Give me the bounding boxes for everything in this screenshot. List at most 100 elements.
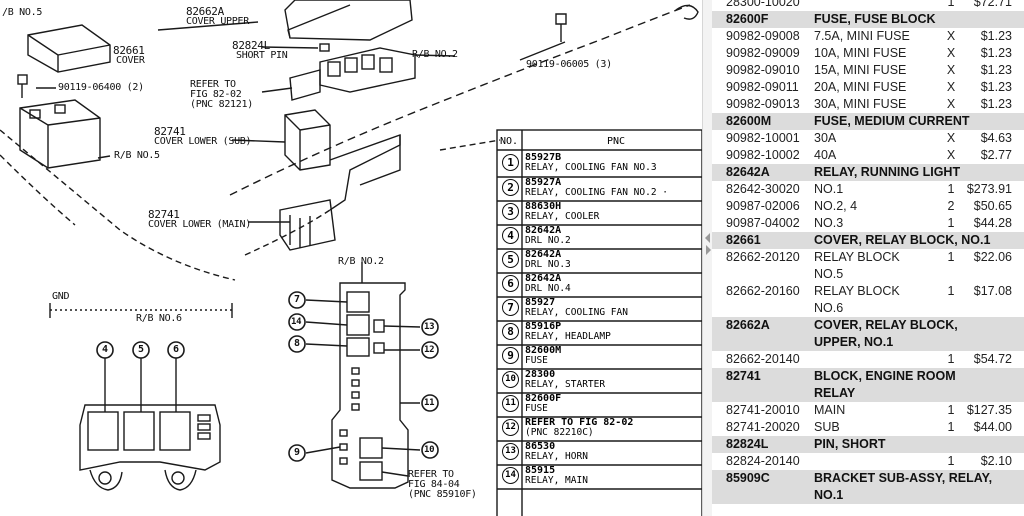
part-quantity: X bbox=[946, 46, 956, 60]
part-group-header[interactable]: 82741 BLOCK, ENGINE ROOM RELAY bbox=[712, 368, 1024, 402]
part-description: FUSE, FUSE BLOCK bbox=[814, 12, 936, 26]
pnc-row-description: RELAY, COOLING FAN NO.2 · bbox=[525, 187, 668, 198]
part-number: 82824L bbox=[726, 437, 769, 451]
part-number: 90987-04002 bbox=[726, 216, 800, 230]
callout-8: 8 bbox=[294, 338, 300, 349]
part-number: 28300-10020 bbox=[726, 0, 800, 9]
part-price: $273.91 bbox=[966, 182, 1012, 196]
callout-7: 7 bbox=[294, 294, 300, 305]
part-quantity: 1 bbox=[947, 454, 955, 468]
diagram-drawing bbox=[0, 0, 702, 516]
part-description: 15A, MINI FUSE bbox=[814, 63, 907, 77]
pnc-row-number: 1 bbox=[502, 154, 519, 171]
pnc-row-code: 82642A bbox=[525, 225, 562, 236]
label-bolt-left: 90119-06400 (2) bbox=[58, 82, 144, 93]
pnc-row-code: 28300 bbox=[525, 369, 556, 380]
pnc-row-number: 12 bbox=[502, 419, 519, 436]
pnc-row-number: 11 bbox=[502, 395, 519, 412]
part-description: BLOCK, ENGINE ROOM bbox=[814, 369, 956, 383]
part-description: 10A, MINI FUSE bbox=[814, 46, 907, 60]
part-description: COVER, RELAY BLOCK, bbox=[814, 318, 958, 332]
label-bolt-right: 90119-06005 (3) bbox=[526, 59, 612, 70]
panel-splitter[interactable] bbox=[702, 0, 713, 516]
pnc-row-description: RELAY, STARTER bbox=[525, 379, 606, 390]
collapse-right-icon[interactable] bbox=[706, 245, 711, 255]
part-description-line2: NO.1 bbox=[814, 488, 844, 502]
part-number: 90982-10001 bbox=[726, 131, 800, 145]
pnc-row-description: FUSE bbox=[525, 403, 548, 414]
part-price: $44.28 bbox=[973, 216, 1012, 230]
part-number: 90982-10002 bbox=[726, 148, 800, 162]
collapse-left-icon[interactable] bbox=[705, 233, 710, 243]
part-description: 7.5A, MINI FUSE bbox=[814, 29, 910, 43]
part-description: NO.3 bbox=[814, 216, 844, 230]
part-description-line2: RELAY bbox=[814, 386, 856, 400]
label-cover-name: COVER bbox=[116, 55, 145, 66]
label-refer-1: REFER TO bbox=[190, 79, 236, 90]
pnc-row-description: RELAY, COOLING FAN NO.3 bbox=[525, 162, 657, 173]
part-price: $54.72 bbox=[973, 352, 1012, 366]
part-quantity: X bbox=[946, 29, 956, 43]
callout-5: 5 bbox=[138, 344, 144, 355]
part-number: 90982-09008 bbox=[726, 29, 800, 43]
pnc-col-no: NO. bbox=[500, 136, 519, 147]
part-quantity: 2 bbox=[947, 199, 955, 213]
part-quantity: 1 bbox=[947, 182, 955, 196]
part-description: NO.2, 4 bbox=[814, 199, 858, 213]
part-number: 82824-20140 bbox=[726, 454, 800, 468]
part-quantity: 1 bbox=[947, 0, 955, 9]
part-description-line2: UPPER, NO.1 bbox=[814, 335, 894, 349]
pnc-row-description: RELAY, HORN bbox=[525, 451, 588, 462]
part-number: 82661 bbox=[726, 233, 761, 247]
pnc-row-number: 14 bbox=[502, 467, 519, 484]
pnc-row-description: DRL NO.3 bbox=[525, 259, 571, 270]
part-number: 82741 bbox=[726, 369, 761, 383]
part-number: 90982-09013 bbox=[726, 97, 800, 111]
part-quantity: 1 bbox=[947, 352, 955, 366]
label-rb6: R/B NO.6 bbox=[136, 313, 182, 324]
label-rb2-top: R/B NO.2 bbox=[412, 49, 458, 60]
pnc-row-number: 3 bbox=[502, 203, 519, 220]
part-description-line2: NO.6 bbox=[814, 301, 844, 315]
pnc-row-description: DRL NO.4 bbox=[525, 283, 571, 294]
part-price: $4.63 bbox=[980, 131, 1012, 145]
pnc-row-number: 5 bbox=[502, 251, 519, 268]
label-refer-3: (PNC 82121) bbox=[190, 99, 253, 110]
pnc-row-number: 2 bbox=[502, 179, 519, 196]
part-row[interactable]: 82662-20140 1 $54.72 bbox=[712, 351, 1024, 368]
pnc-col-pnc: PNC bbox=[607, 136, 626, 147]
part-number: 82741-20010 bbox=[726, 403, 800, 417]
part-number: 82662-20140 bbox=[726, 352, 800, 366]
part-price: $1.23 bbox=[980, 63, 1012, 77]
